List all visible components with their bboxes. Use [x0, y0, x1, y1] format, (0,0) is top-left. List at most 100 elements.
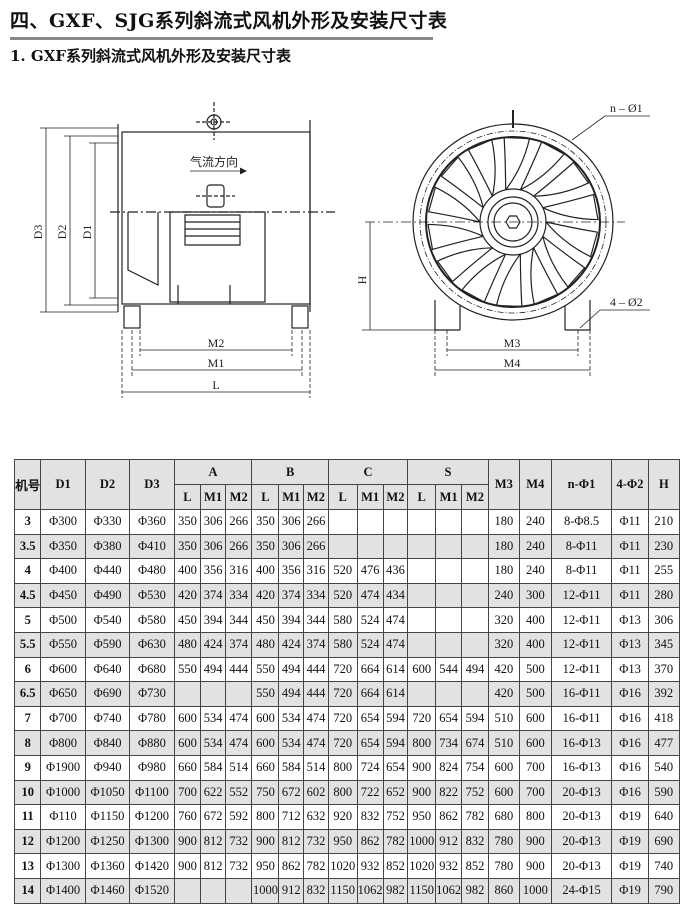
table-cell: 932: [435, 853, 463, 879]
table-cell: 912: [435, 828, 463, 855]
table-cell: Φ740: [84, 705, 131, 732]
table-cell: 474: [382, 607, 409, 633]
table-cell: 832: [303, 877, 329, 904]
subcol-B-M1: M1: [278, 484, 305, 510]
table-cell: Φ360: [129, 509, 175, 535]
table-cell: 494: [278, 681, 305, 707]
table-cell: Φ19: [611, 828, 649, 855]
table-cell: 594: [382, 730, 409, 756]
table-cell: 652: [382, 779, 409, 806]
table-cell: 800: [519, 804, 552, 830]
table-cell: 474: [224, 730, 253, 756]
table-cell: 700: [519, 754, 552, 781]
table-cell: 510: [487, 730, 521, 756]
table-cell: 306: [200, 509, 226, 535]
table-cell: 812: [278, 828, 305, 855]
table-cell: 240: [487, 582, 521, 609]
table-cell: 982: [461, 877, 489, 904]
table-cell: [461, 582, 489, 609]
table-cell: 920: [327, 804, 358, 830]
table-cell: [407, 607, 437, 633]
table-cell: Φ19: [611, 877, 649, 904]
table-cell: 1020: [407, 853, 437, 879]
table-cell: 812: [200, 853, 226, 879]
group-A: A: [173, 459, 253, 485]
table-cell: 734: [435, 730, 463, 756]
table-cell: 950: [251, 853, 280, 879]
table-cell: 394: [278, 607, 305, 633]
table-cell: 374: [278, 582, 305, 609]
table-cell: 266: [224, 533, 253, 560]
table-cell: 800: [327, 779, 358, 806]
table-cell: 420: [173, 582, 202, 609]
table-cell: 12-Φ11: [550, 607, 613, 633]
table-cell: 600: [173, 705, 202, 732]
side-view: [40, 102, 335, 398]
table-cell: 800: [407, 730, 437, 756]
table-cell: 660: [251, 754, 280, 781]
col-H: H: [647, 459, 680, 510]
table-cell: 800: [327, 754, 358, 781]
table-cell: 900: [519, 853, 552, 879]
blade: [427, 186, 481, 223]
section-title: 四、GXF、SJG系列斜流式风机外形及安装尺寸表: [10, 10, 448, 32]
table-cell: Φ16: [611, 681, 649, 707]
table-cell: Φ650: [40, 681, 86, 707]
table-cell: [407, 533, 437, 560]
table-cell: 1150: [407, 877, 437, 904]
subcol-C-L: L: [327, 484, 358, 510]
table-cell: Φ110: [40, 804, 86, 830]
table-cell: 664: [356, 656, 384, 683]
table-cell: 812: [200, 828, 226, 855]
table-cell: 436: [382, 558, 409, 584]
table-cell: Φ880: [129, 730, 175, 756]
blade: [495, 253, 523, 308]
table-cell: 632: [303, 804, 329, 830]
table-cell: 1020: [327, 853, 358, 879]
model-cell: 8: [13, 730, 42, 756]
table-cell: 16-Φ11: [550, 705, 613, 732]
table-cell: [327, 509, 358, 535]
table-cell: Φ1400: [40, 877, 86, 904]
table-cell: 640: [647, 804, 680, 830]
table-cell: 480: [251, 631, 280, 658]
table-cell: [461, 681, 489, 707]
table-cell: 594: [382, 705, 409, 732]
model-cell: 13: [13, 853, 42, 879]
table-cell: 306: [647, 607, 680, 633]
table-cell: 622: [200, 779, 226, 806]
model-cell: 6: [13, 656, 42, 683]
dim-M3: M3: [504, 336, 521, 350]
table-cell: 1150: [327, 877, 358, 904]
table-cell: 752: [461, 779, 489, 806]
table-cell: [435, 582, 463, 609]
table-cell: Φ300: [40, 509, 86, 535]
table-cell: 316: [224, 558, 253, 584]
table-cell: 832: [356, 804, 384, 830]
table-cell: Φ19: [611, 804, 649, 830]
table-cell: 514: [224, 754, 253, 781]
table-cell: 394: [200, 607, 226, 633]
table-cell: Φ780: [129, 705, 175, 732]
table-cell: [461, 558, 489, 584]
col-4-phi2: 4-Φ2: [611, 459, 649, 510]
table-cell: 534: [200, 705, 226, 732]
table-cell: 374: [200, 582, 226, 609]
table-cell: 306: [278, 509, 305, 535]
model-cell: 4: [13, 558, 42, 584]
table-cell: Φ540: [84, 607, 131, 633]
table-cell: 600: [487, 754, 521, 781]
table-cell: 1062: [435, 877, 463, 904]
table-cell: 720: [327, 730, 358, 756]
blade: [542, 235, 586, 288]
table-cell: 672: [278, 779, 305, 806]
table-cell: 12-Φ11: [550, 582, 613, 609]
table-cell: 720: [327, 681, 358, 707]
table-cell: 494: [200, 656, 226, 683]
table-cell: 494: [278, 656, 305, 683]
table-cell: 510: [487, 705, 521, 732]
table-cell: 862: [278, 853, 305, 879]
